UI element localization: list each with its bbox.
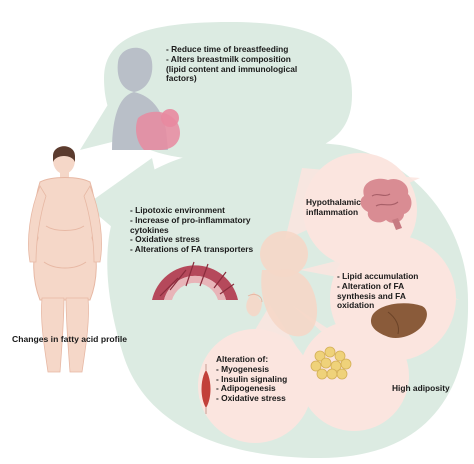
text-line: Alteration of: xyxy=(216,354,269,364)
text-line: - Alters breastmilk composition xyxy=(166,53,291,64)
brain-effects: Hypothalamic inflammation xyxy=(306,197,361,218)
text-line: (lipid content and immunological xyxy=(166,63,298,74)
text-line: cytokines xyxy=(130,224,169,235)
muscle-icon xyxy=(201,364,211,414)
fetus-icon xyxy=(246,231,318,337)
fatty-acid-caption: Changes in fatty acid profile xyxy=(12,334,128,344)
muscle-effects: Alteration of: - Myogenesis - Insulin si… xyxy=(216,354,288,404)
liver-icon xyxy=(370,303,427,338)
brain-icon xyxy=(360,178,412,230)
breastfeeding-effects: - Reduce time of breastfeeding - Alters … xyxy=(166,44,298,84)
text-line: - Adipogenesis xyxy=(216,383,276,394)
obese-woman-icon xyxy=(28,146,102,373)
breastfeeding-mother-icon xyxy=(112,47,180,150)
text-line: - Myogenesis xyxy=(216,363,270,374)
adipocyte-icon xyxy=(310,346,352,380)
text-line: - Alterations of FA transporters xyxy=(130,244,254,254)
text-line: - Oxidative stress xyxy=(130,234,200,245)
text-line: - Oxidative stress xyxy=(216,393,286,403)
text-line: factors) xyxy=(166,73,197,84)
text-line: synthesis and FA xyxy=(337,290,406,301)
placenta-effects: - Lipotoxic environment - Increase of pr… xyxy=(130,205,254,255)
text-line: - Reduce time of breastfeeding xyxy=(166,44,289,54)
text-line: oxidation xyxy=(337,300,375,311)
text-line: - Lipid accumulation xyxy=(337,271,419,281)
text-line: Hypothalamic xyxy=(306,197,361,207)
text-line: inflammation xyxy=(306,206,359,217)
muscle-circle xyxy=(198,329,312,443)
text-line: - Alteration of FA xyxy=(337,280,405,291)
liver-effects: - Lipid accumulation - Alteration of FA … xyxy=(337,271,419,311)
text-line: High adiposity xyxy=(392,383,450,393)
placenta-icon xyxy=(152,261,238,300)
text-line: - Increase of pro-inflammatory xyxy=(130,214,251,225)
adipose-effects: High adiposity xyxy=(392,383,450,394)
text-line: - Lipotoxic environment xyxy=(130,205,225,215)
text-line: - Insulin signaling xyxy=(216,373,288,384)
